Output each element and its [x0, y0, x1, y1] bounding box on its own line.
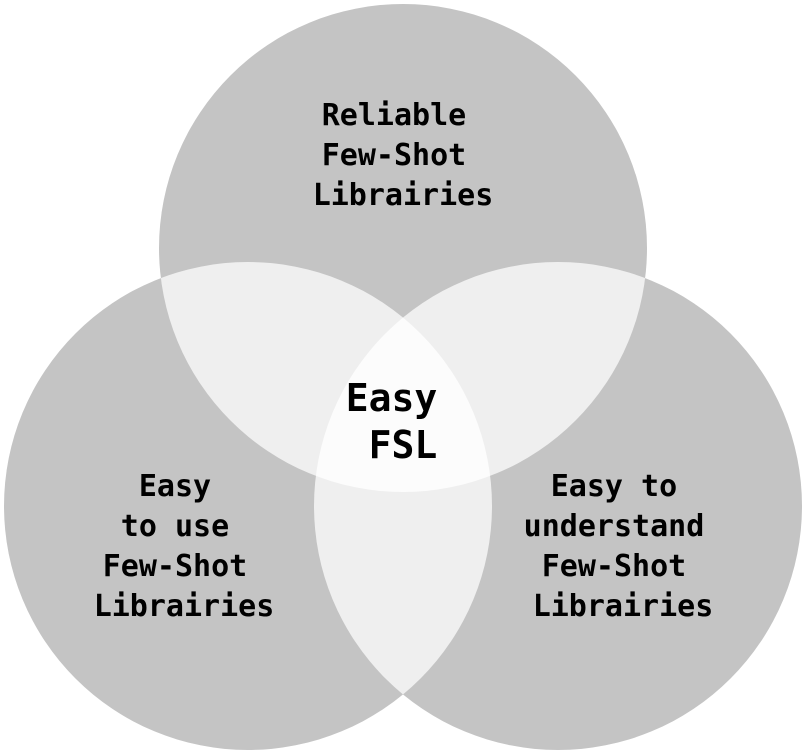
- label-right: Easy to understand Few-Shot Librairies: [524, 469, 723, 624]
- label-left-line-4: Librairies: [94, 589, 275, 624]
- label-top-line-3: Librairies: [313, 178, 494, 213]
- label-left-line-3: Few-Shot: [103, 549, 248, 584]
- label-center-line-2: FSL: [369, 423, 438, 467]
- label-right-line-1: Easy to: [551, 469, 677, 504]
- label-left-line-1: Easy: [139, 469, 211, 504]
- label-right-line-4: Librairies: [533, 589, 714, 624]
- label-left: Easy to use Few-Shot Librairies: [94, 469, 275, 624]
- label-right-line-3: Few-Shot: [542, 549, 687, 584]
- label-right-line-2: understand: [524, 509, 705, 544]
- label-top-line-2: Few-Shot: [322, 138, 467, 173]
- overlap-center: [314, 262, 492, 492]
- label-top: Reliable Few-Shot Librairies: [313, 98, 494, 213]
- label-center-line-1: Easy: [346, 376, 438, 420]
- label-top-line-1: Reliable: [322, 98, 467, 133]
- label-center: Easy FSL: [346, 376, 460, 467]
- label-left-line-2: to use: [121, 509, 229, 544]
